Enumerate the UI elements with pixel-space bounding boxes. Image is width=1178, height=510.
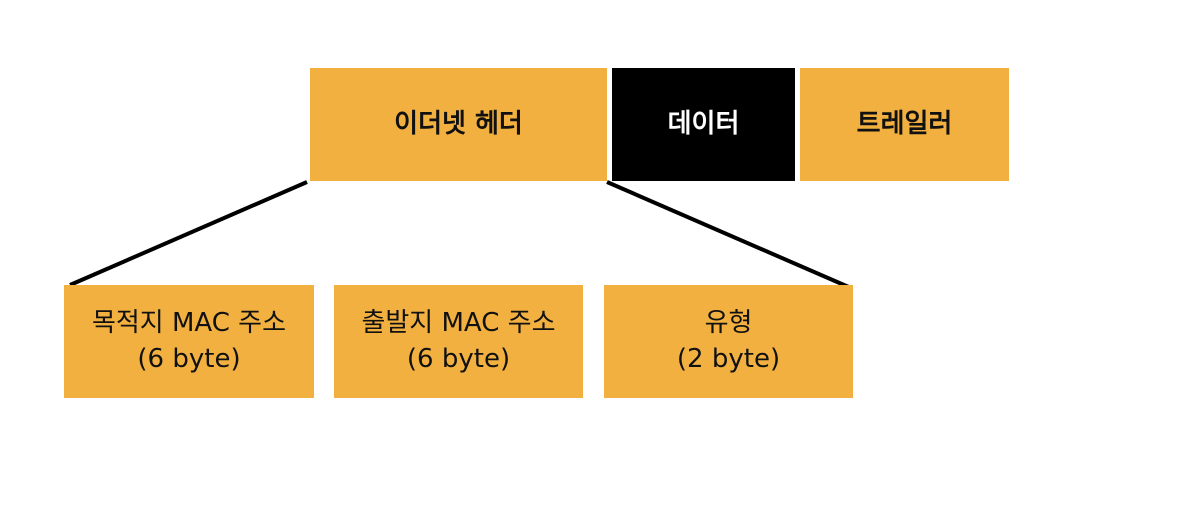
trailer-label: 트레일러 [856, 108, 953, 139]
field-size: (6 byte) [406, 343, 511, 374]
connector-line-right [606, 180, 852, 290]
field-name: 유형 [704, 308, 753, 339]
type-field: 유형 (2 byte) [604, 285, 853, 398]
field-name: 목적지 MAC 주소 [91, 308, 287, 339]
data-label: 데이터 [667, 108, 740, 139]
field-size: (2 byte) [676, 343, 781, 374]
ethernet-header-block: 이더넷 헤더 [310, 68, 607, 181]
source-mac-field: 출발지 MAC 주소 (6 byte) [334, 285, 583, 398]
destination-mac-field: 목적지 MAC 주소 (6 byte) [64, 285, 314, 398]
field-size: (6 byte) [137, 343, 241, 374]
field-name: 출발지 MAC 주소 [361, 308, 556, 339]
trailer-block: 트레일러 [800, 68, 1009, 181]
ethernet-header-label: 이더넷 헤더 [394, 108, 523, 139]
data-block: 데이터 [612, 68, 795, 181]
connector-line-left [69, 180, 308, 287]
